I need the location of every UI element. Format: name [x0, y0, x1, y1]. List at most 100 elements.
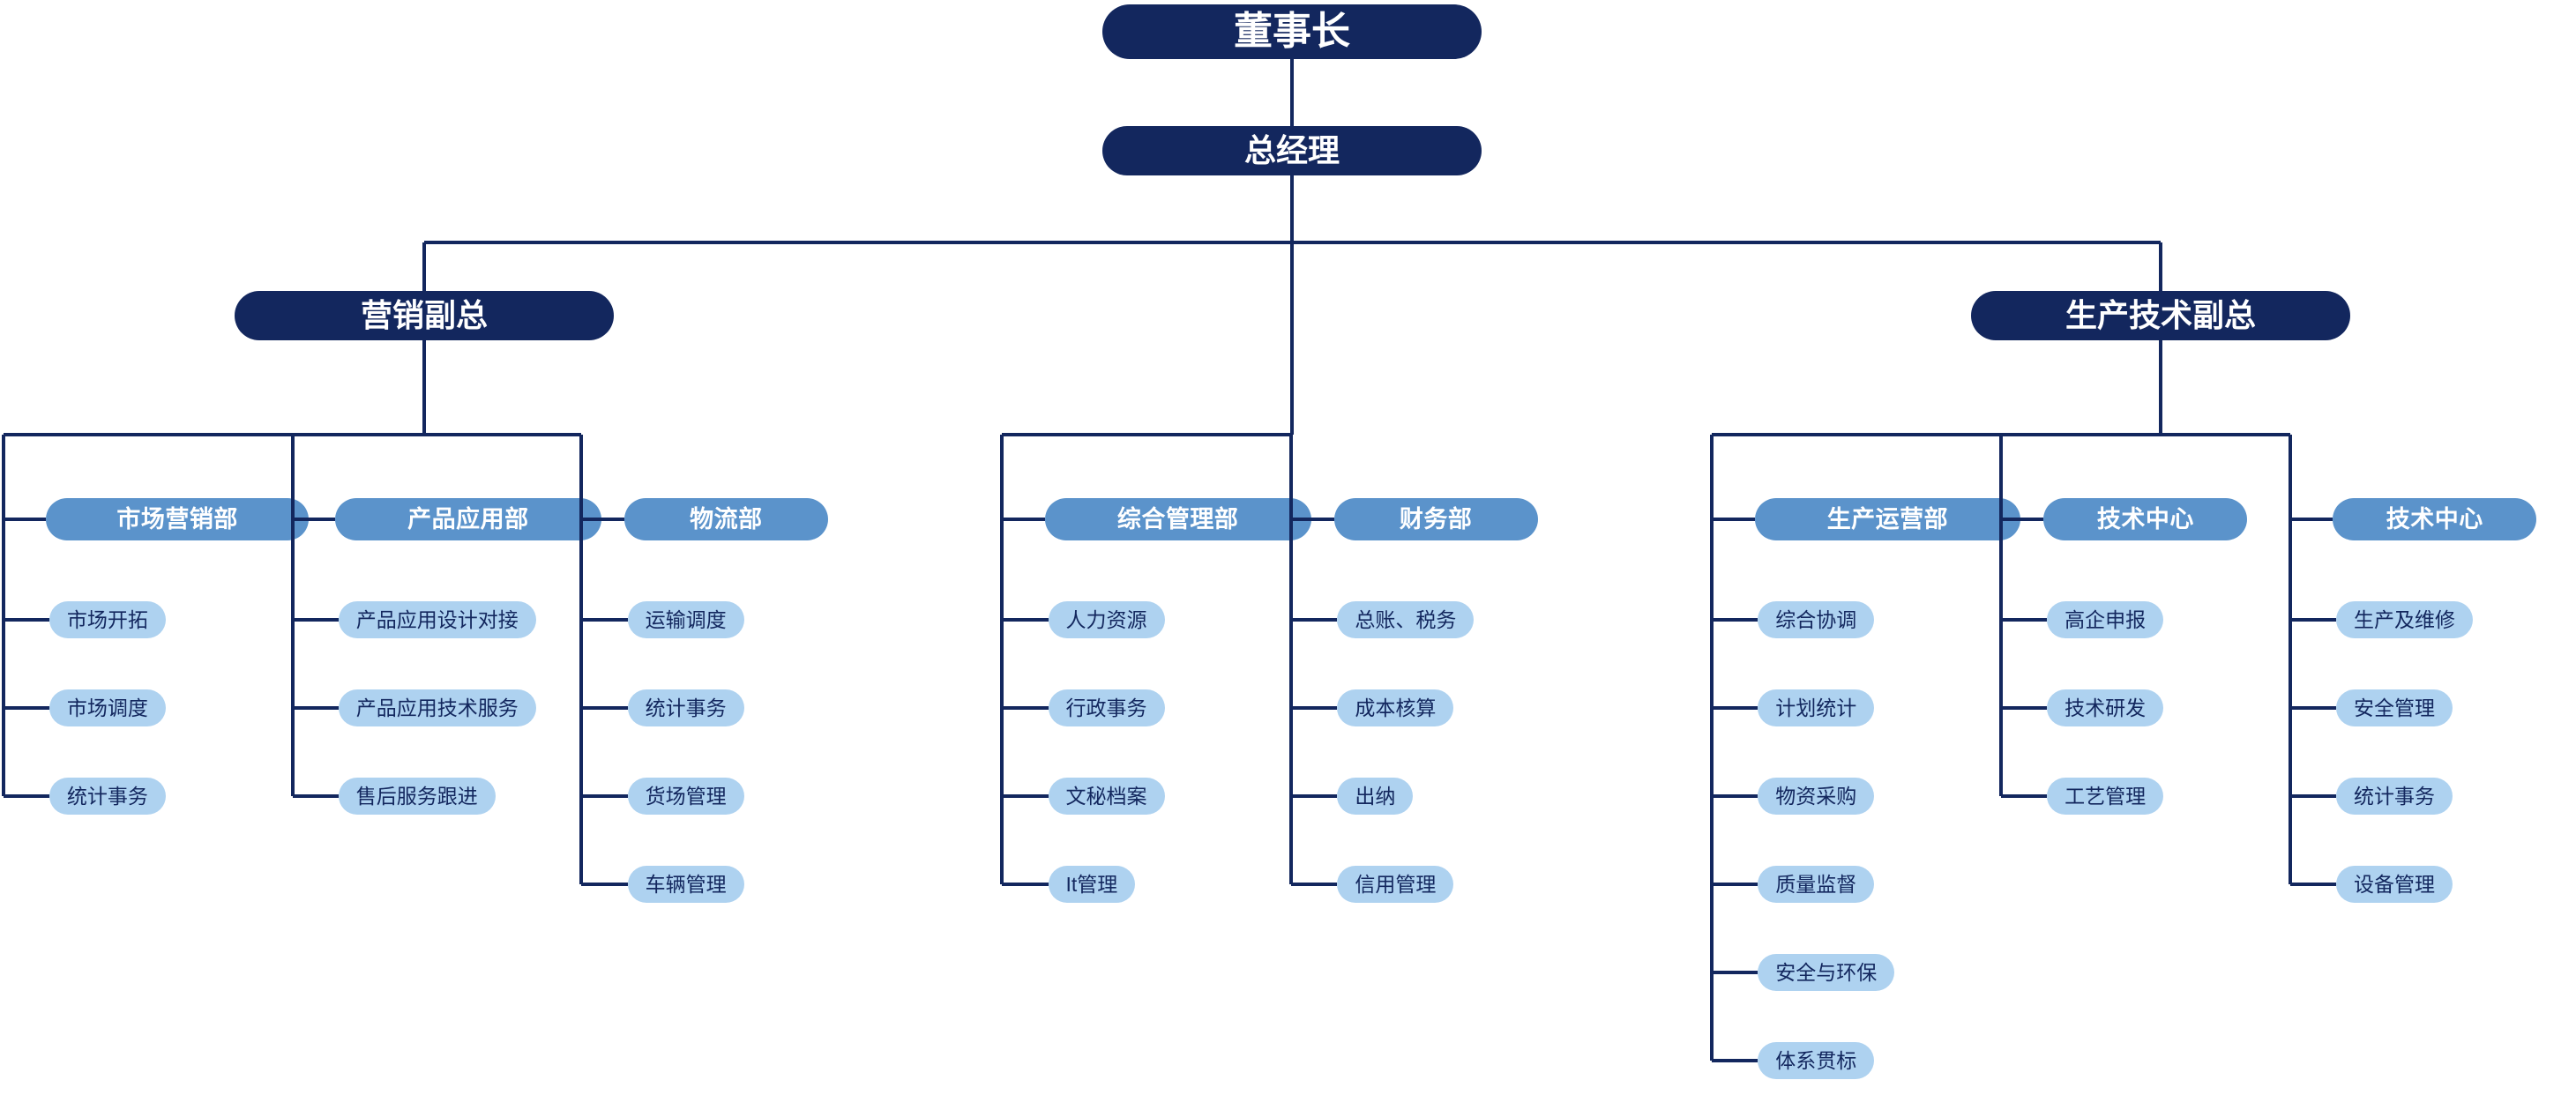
connector-leaf-stub-1-1-3	[1291, 883, 1338, 886]
connector-leaf-stub-2-2-1	[2289, 706, 2336, 710]
dept-tech-center-2[interactable]: 技术中心	[2333, 498, 2537, 540]
connector-vp-drop-0	[422, 340, 426, 435]
connector-bus-to-vp-marketing	[422, 242, 426, 291]
node-chairman[interactable]: 董事长	[1102, 4, 1482, 59]
spine-1-1	[1289, 519, 1294, 884]
connector-leaf-stub-2-0-5	[1712, 1059, 1758, 1062]
connector-leaf-stub-2-0-0	[1712, 618, 1758, 622]
connector-leaf-stub-0-0-0	[3, 618, 49, 622]
spine-0-1	[290, 519, 295, 796]
leaf-logistics-0[interactable]: 运输调度	[627, 601, 744, 638]
connector-to-dept-0-1	[290, 435, 295, 519]
connector-dept-stub-2-1	[2000, 518, 2044, 521]
connector-dept-stub-0-0	[3, 518, 47, 521]
leaf-logistics-3[interactable]: 车辆管理	[627, 866, 744, 903]
connector-leaf-stub-0-2-0	[581, 618, 628, 622]
connector-to-dept-2-2	[2288, 435, 2292, 519]
dept-general-management[interactable]: 综合管理部	[1044, 498, 1311, 540]
connector-dept-stub-0-1	[292, 518, 335, 521]
leaf-general-management-3[interactable]: It管理	[1048, 866, 1136, 903]
connector-to-dept-0-2	[579, 435, 584, 519]
connector-leaf-stub-2-2-3	[2289, 883, 2336, 886]
connector-dept-stub-0-2	[581, 518, 624, 521]
leaf-production-operations-0[interactable]: 综合协调	[1758, 601, 1875, 638]
connector-dept-stub-2-2	[2289, 518, 2333, 521]
connector-leaf-stub-0-1-1	[292, 706, 339, 710]
leaf-general-management-1[interactable]: 行政事务	[1048, 689, 1165, 726]
node-general-manager[interactable]: 总经理	[1102, 126, 1482, 175]
leaf-product-application-1[interactable]: 产品应用技术服务	[338, 689, 536, 726]
connector-leaf-stub-0-1-2	[292, 794, 339, 798]
leaf-market-marketing-2[interactable]: 统计事务	[49, 778, 166, 815]
leaf-market-marketing-0[interactable]: 市场开拓	[49, 601, 166, 638]
leaf-general-management-0[interactable]: 人力资源	[1048, 601, 1165, 638]
spine-2-2	[2288, 519, 2292, 884]
connector-group-bar-1	[1002, 433, 1292, 436]
leaf-tech-center-1-2[interactable]: 工艺管理	[2047, 778, 2164, 815]
connector-to-dept-0-0	[1, 435, 5, 519]
leaf-production-operations-1[interactable]: 计划统计	[1758, 689, 1875, 726]
leaf-production-operations-3[interactable]: 质量监督	[1758, 866, 1875, 903]
leaf-production-operations-4[interactable]: 安全与环保	[1758, 954, 1895, 991]
leaf-finance-2[interactable]: 出纳	[1337, 778, 1414, 815]
leaf-logistics-1[interactable]: 统计事务	[627, 689, 744, 726]
leaf-production-operations-2[interactable]: 物资采购	[1758, 778, 1875, 815]
connector-leaf-stub-2-0-3	[1712, 883, 1758, 886]
leaf-finance-1[interactable]: 成本核算	[1337, 689, 1454, 726]
connector-leaf-stub-2-2-0	[2289, 618, 2336, 622]
dept-logistics[interactable]: 物流部	[623, 498, 828, 540]
connector-leaf-stub-0-0-1	[3, 706, 49, 710]
connector-leaf-stub-1-0-1	[1002, 706, 1049, 710]
connector-dept-stub-2-0	[1712, 518, 1755, 521]
node-vp-production-tech[interactable]: 生产技术副总	[1971, 291, 2350, 340]
connector-dept-stub-1-0	[1002, 518, 1045, 521]
connector-leaf-stub-1-1-0	[1291, 618, 1338, 622]
leaf-tech-center-1-1[interactable]: 技术研发	[2047, 689, 2164, 726]
connector-bus-to-vp-production	[2159, 242, 2162, 291]
leaf-tech-center-1-0[interactable]: 高企申报	[2047, 601, 2164, 638]
leaf-tech-center-2-0[interactable]: 生产及维修	[2336, 601, 2474, 638]
connector-to-dept-2-0	[1710, 435, 1714, 519]
connector-to-dept-2-1	[1998, 435, 2003, 519]
connector-vp-drop-2	[2159, 340, 2162, 435]
connector-to-dept-1-0	[1000, 435, 1004, 519]
leaf-logistics-2[interactable]: 货场管理	[627, 778, 744, 815]
leaf-tech-center-2-3[interactable]: 设备管理	[2336, 866, 2453, 903]
connector-dept-stub-1-1	[1291, 518, 1334, 521]
dept-product-application[interactable]: 产品应用部	[335, 498, 601, 540]
leaf-product-application-2[interactable]: 售后服务跟进	[338, 778, 496, 815]
leaf-finance-0[interactable]: 总账、税务	[1337, 601, 1475, 638]
connector-chairman-to-gm	[1290, 59, 1294, 126]
leaf-tech-center-2-2[interactable]: 统计事务	[2336, 778, 2453, 815]
connector-leaf-stub-2-1-0	[2000, 618, 2048, 622]
dept-market-marketing[interactable]: 市场营销部	[46, 498, 310, 540]
spine-2-1	[1998, 519, 2003, 796]
connector-leaf-stub-1-0-0	[1002, 618, 1049, 622]
leaf-tech-center-2-1[interactable]: 安全管理	[2336, 689, 2453, 726]
connector-leaf-stub-0-1-0	[292, 618, 339, 622]
connector-leaf-stub-1-0-2	[1002, 794, 1049, 798]
connector-leaf-stub-0-2-3	[581, 883, 628, 886]
connector-leaf-stub-2-0-4	[1712, 971, 1758, 974]
connector-leaf-stub-2-1-1	[2000, 706, 2048, 710]
connector-leaf-stub-0-2-2	[581, 794, 628, 798]
dept-finance[interactable]: 财务部	[1333, 498, 1538, 540]
connector-bus-center-drop	[1290, 242, 1294, 435]
node-vp-marketing[interactable]: 营销副总	[235, 291, 614, 340]
connector-leaf-stub-2-0-2	[1712, 794, 1758, 798]
spine-0-0	[1, 519, 5, 796]
leaf-product-application-0[interactable]: 产品应用设计对接	[338, 601, 536, 638]
connector-leaf-stub-2-2-2	[2289, 794, 2336, 798]
spine-2-0	[1710, 519, 1714, 1061]
dept-production-operations[interactable]: 生产运营部	[1754, 498, 2021, 540]
leaf-market-marketing-1[interactable]: 市场调度	[49, 689, 166, 726]
connector-leaf-stub-0-2-1	[581, 706, 628, 710]
spine-1-0	[1000, 519, 1004, 884]
leaf-finance-3[interactable]: 信用管理	[1337, 866, 1454, 903]
leaf-production-operations-5[interactable]: 体系贯标	[1758, 1042, 1875, 1079]
connector-leaf-stub-1-1-1	[1291, 706, 1338, 710]
leaf-general-management-2[interactable]: 文秘档案	[1048, 778, 1165, 815]
connector-leaf-stub-2-0-1	[1712, 706, 1758, 710]
dept-tech-center-1[interactable]: 技术中心	[2043, 498, 2248, 540]
